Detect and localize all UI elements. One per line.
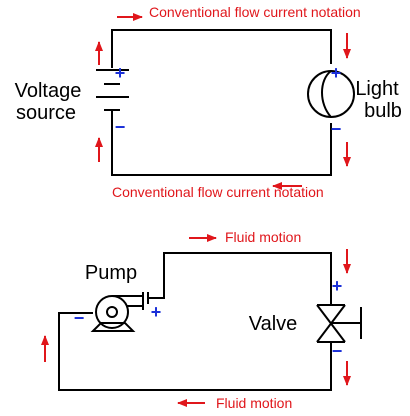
bottom-circuit: Fluid motion Fluid motion Pump Valve − +…	[41, 229, 362, 411]
top-wire-loop	[111, 29, 332, 176]
source-label-line2: source	[16, 102, 76, 124]
source-plus-sign: +	[115, 63, 126, 83]
top-circuit: Conventional flow current notation Conve…	[15, 4, 402, 200]
valve-symbol	[316, 304, 362, 343]
pump-plus-sign: +	[151, 302, 162, 322]
valve-label: Valve	[249, 313, 298, 335]
source-minus-sign: −	[115, 117, 126, 137]
load-label-line1: Light	[355, 78, 399, 100]
load-minus-sign: −	[331, 119, 342, 139]
battery-symbol	[96, 69, 129, 135]
pump-minus-sign: −	[74, 308, 85, 328]
load-label-line2: bulb	[364, 100, 402, 122]
pump-label: Pump	[85, 262, 137, 284]
load-plus-sign: +	[331, 63, 342, 83]
valve-minus-sign: −	[332, 341, 343, 361]
fluid-motion-top-label: Fluid motion	[225, 229, 301, 245]
source-label-line1: Voltage	[15, 80, 82, 102]
pump-symbol	[90, 292, 149, 332]
light-bulb-symbol	[307, 70, 355, 118]
fluid-motion-bottom-label: Fluid motion	[216, 395, 292, 411]
bottom-flow-label: Conventional flow current notation	[112, 184, 324, 200]
valve-plus-sign: +	[332, 276, 343, 296]
pipe-loop	[58, 252, 332, 391]
top-flow-label: Conventional flow current notation	[149, 4, 361, 20]
